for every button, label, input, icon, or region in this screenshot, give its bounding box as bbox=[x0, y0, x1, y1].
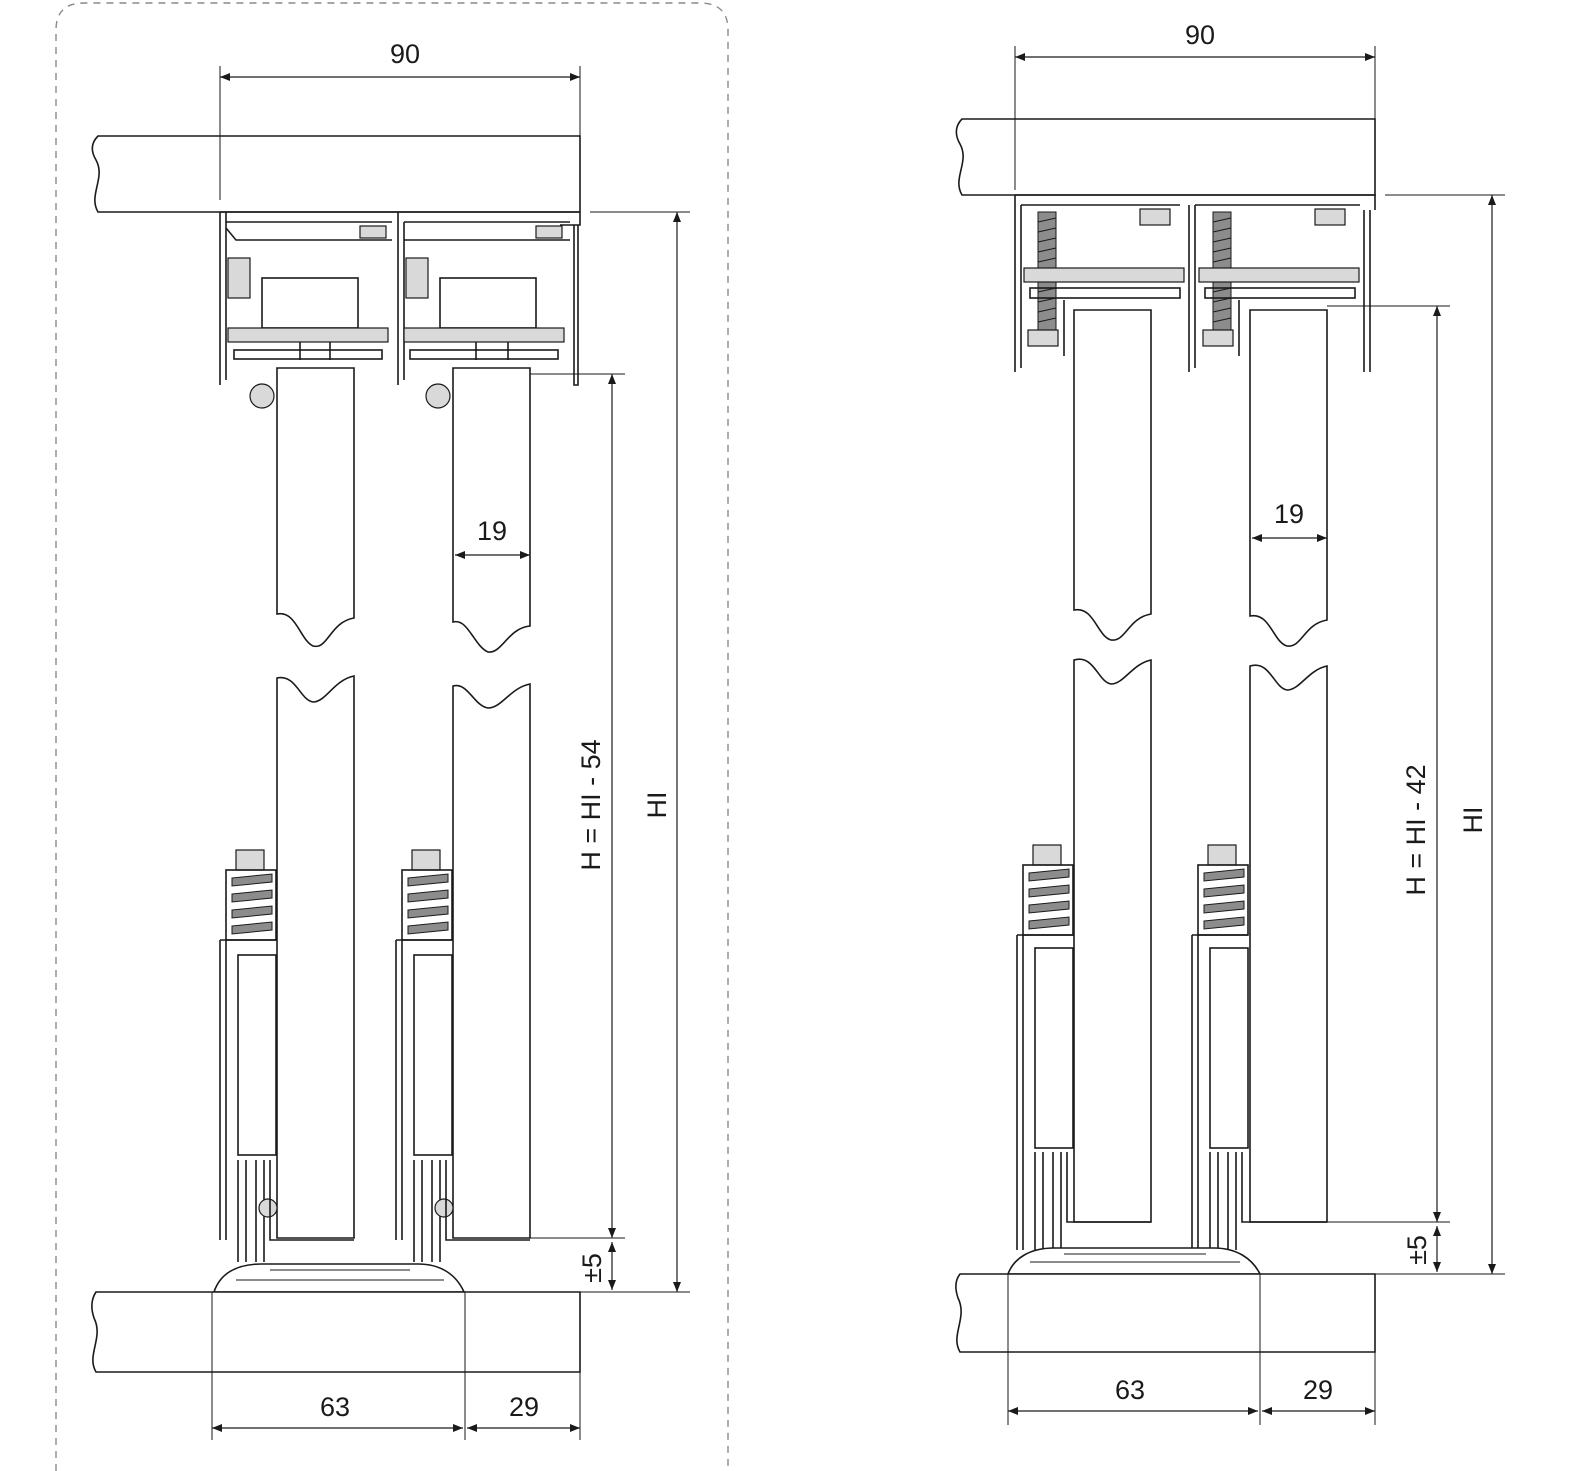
right-dim-panel-thickness: 19 bbox=[1252, 499, 1327, 542]
left-bottom-board bbox=[91, 1291, 581, 1373]
left-dim-overall-height: HI bbox=[580, 211, 690, 1293]
left-label-19: 19 bbox=[477, 516, 507, 546]
right-label-29: 29 bbox=[1303, 1375, 1333, 1405]
left-label-63: 63 bbox=[320, 1392, 350, 1422]
left-view: 90 19 H = HI - 54 HI ±5 bbox=[55, 2, 729, 1471]
right-label-19: 19 bbox=[1274, 499, 1304, 529]
right-bottom-guide bbox=[1006, 844, 1327, 1275]
left-label-90: 90 bbox=[390, 39, 420, 69]
left-bottom-guide bbox=[212, 849, 530, 1293]
left-label-h-formula: H = HI - 54 bbox=[576, 739, 606, 870]
right-dim-overall-height: HI bbox=[1375, 194, 1505, 1275]
left-highlight-frame bbox=[55, 2, 729, 1471]
left-label-29: 29 bbox=[509, 1392, 539, 1422]
left-dim-panel-thickness: 19 bbox=[455, 516, 530, 559]
left-panel-2-upper bbox=[452, 367, 531, 653]
right-dim-top-width: 90 bbox=[1014, 20, 1376, 190]
right-label-63: 63 bbox=[1115, 1375, 1145, 1405]
left-dim-top-width: 90 bbox=[219, 39, 581, 200]
right-label-hl: HI bbox=[1458, 807, 1488, 834]
right-panel-1-upper bbox=[1073, 309, 1152, 641]
right-dim-bottom: 63 29 bbox=[1007, 1274, 1376, 1425]
left-top-board bbox=[91, 135, 581, 213]
right-panel-2-lower bbox=[1249, 664, 1328, 1223]
left-panel-2-lower bbox=[452, 683, 531, 1239]
left-top-track bbox=[219, 211, 581, 409]
right-label-h-formula: H = HI - 42 bbox=[1401, 764, 1431, 895]
left-label-pm5: ±5 bbox=[577, 1253, 607, 1283]
right-top-board bbox=[955, 118, 1376, 196]
right-dim-panel-height: H = HI - 42 bbox=[1327, 305, 1450, 1223]
left-label-hl: HI bbox=[642, 792, 672, 819]
right-panel-2-upper bbox=[1249, 309, 1328, 647]
right-dim-adjust: ±5 bbox=[1402, 1226, 1441, 1272]
left-dim-bottom: 63 29 bbox=[211, 1292, 581, 1440]
right-label-pm5: ±5 bbox=[1402, 1235, 1432, 1265]
right-view: 90 19 H = HI - 42 HI ±5 bbox=[955, 20, 1505, 1425]
left-dim-adjust: ±5 bbox=[577, 1242, 616, 1290]
left-dim-panel-height: H = HI - 54 bbox=[530, 373, 625, 1239]
left-panel-1-upper bbox=[276, 367, 355, 648]
right-panel-1-lower bbox=[1073, 658, 1152, 1223]
right-bottom-board bbox=[955, 1273, 1376, 1353]
right-top-track bbox=[1014, 194, 1376, 372]
left-panel-1-lower bbox=[276, 675, 355, 1239]
right-label-90: 90 bbox=[1185, 20, 1215, 50]
